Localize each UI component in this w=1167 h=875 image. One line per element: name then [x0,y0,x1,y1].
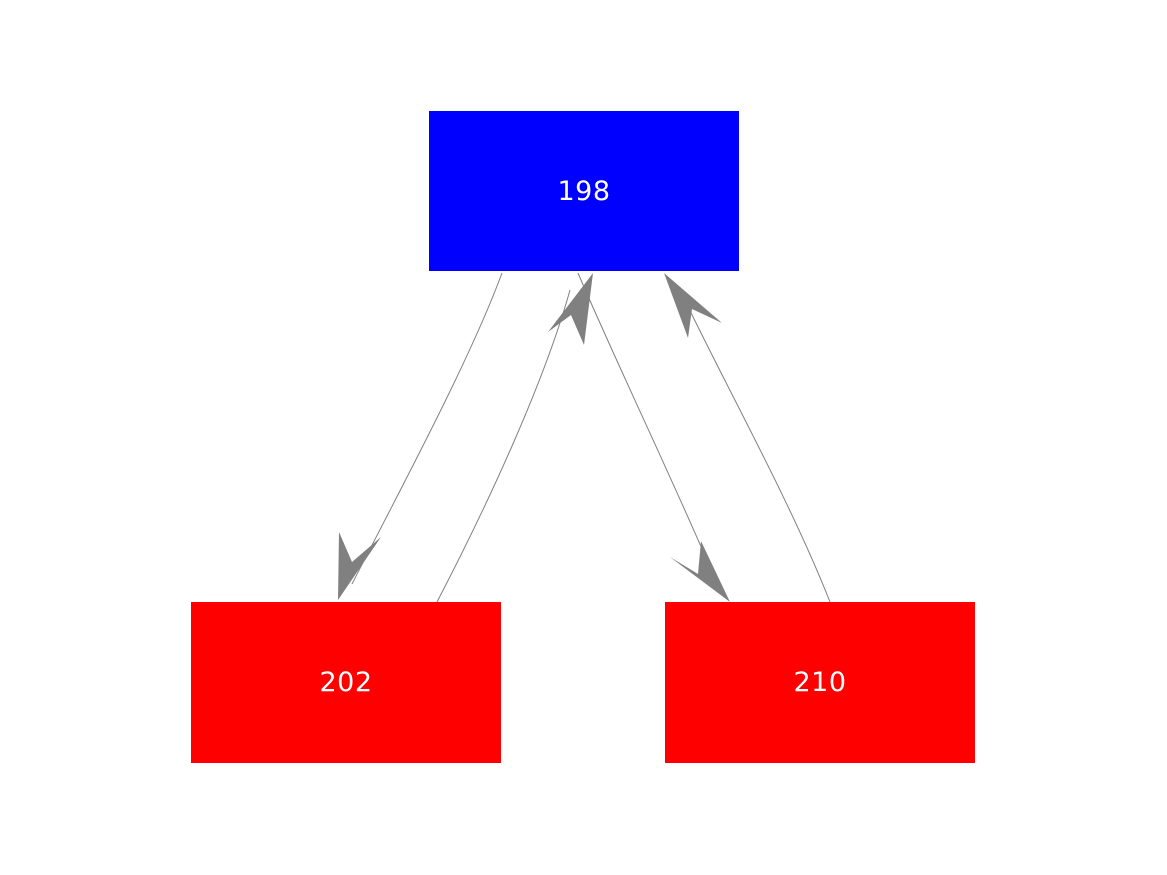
edge-line-210-to-198 [680,291,831,603]
graph-node-210[interactable]: 210 [665,602,975,763]
edge-arrowhead-210-to-198 [664,273,722,338]
graph-node-202[interactable]: 202 [191,602,501,763]
graph-node-label-210: 210 [793,667,847,698]
graph-node-label-198: 198 [557,175,611,207]
graph-node-label-202: 202 [319,667,373,698]
edge-line-202-to-198 [436,289,571,603]
edge-198-to-210[interactable] [577,272,730,602]
edge-arrowhead-202-to-198 [548,273,593,345]
edge-210-to-198[interactable] [664,273,831,603]
edge-202-to-198[interactable] [436,273,593,603]
edge-line-198-to-202 [351,272,503,585]
graph-node-198[interactable]: 198 [429,111,739,271]
edge-arrowhead-198-to-210 [670,541,730,602]
edge-198-to-202[interactable] [338,272,503,600]
edge-arrowhead-198-to-202 [338,532,381,600]
edge-line-198-to-210 [577,272,719,587]
